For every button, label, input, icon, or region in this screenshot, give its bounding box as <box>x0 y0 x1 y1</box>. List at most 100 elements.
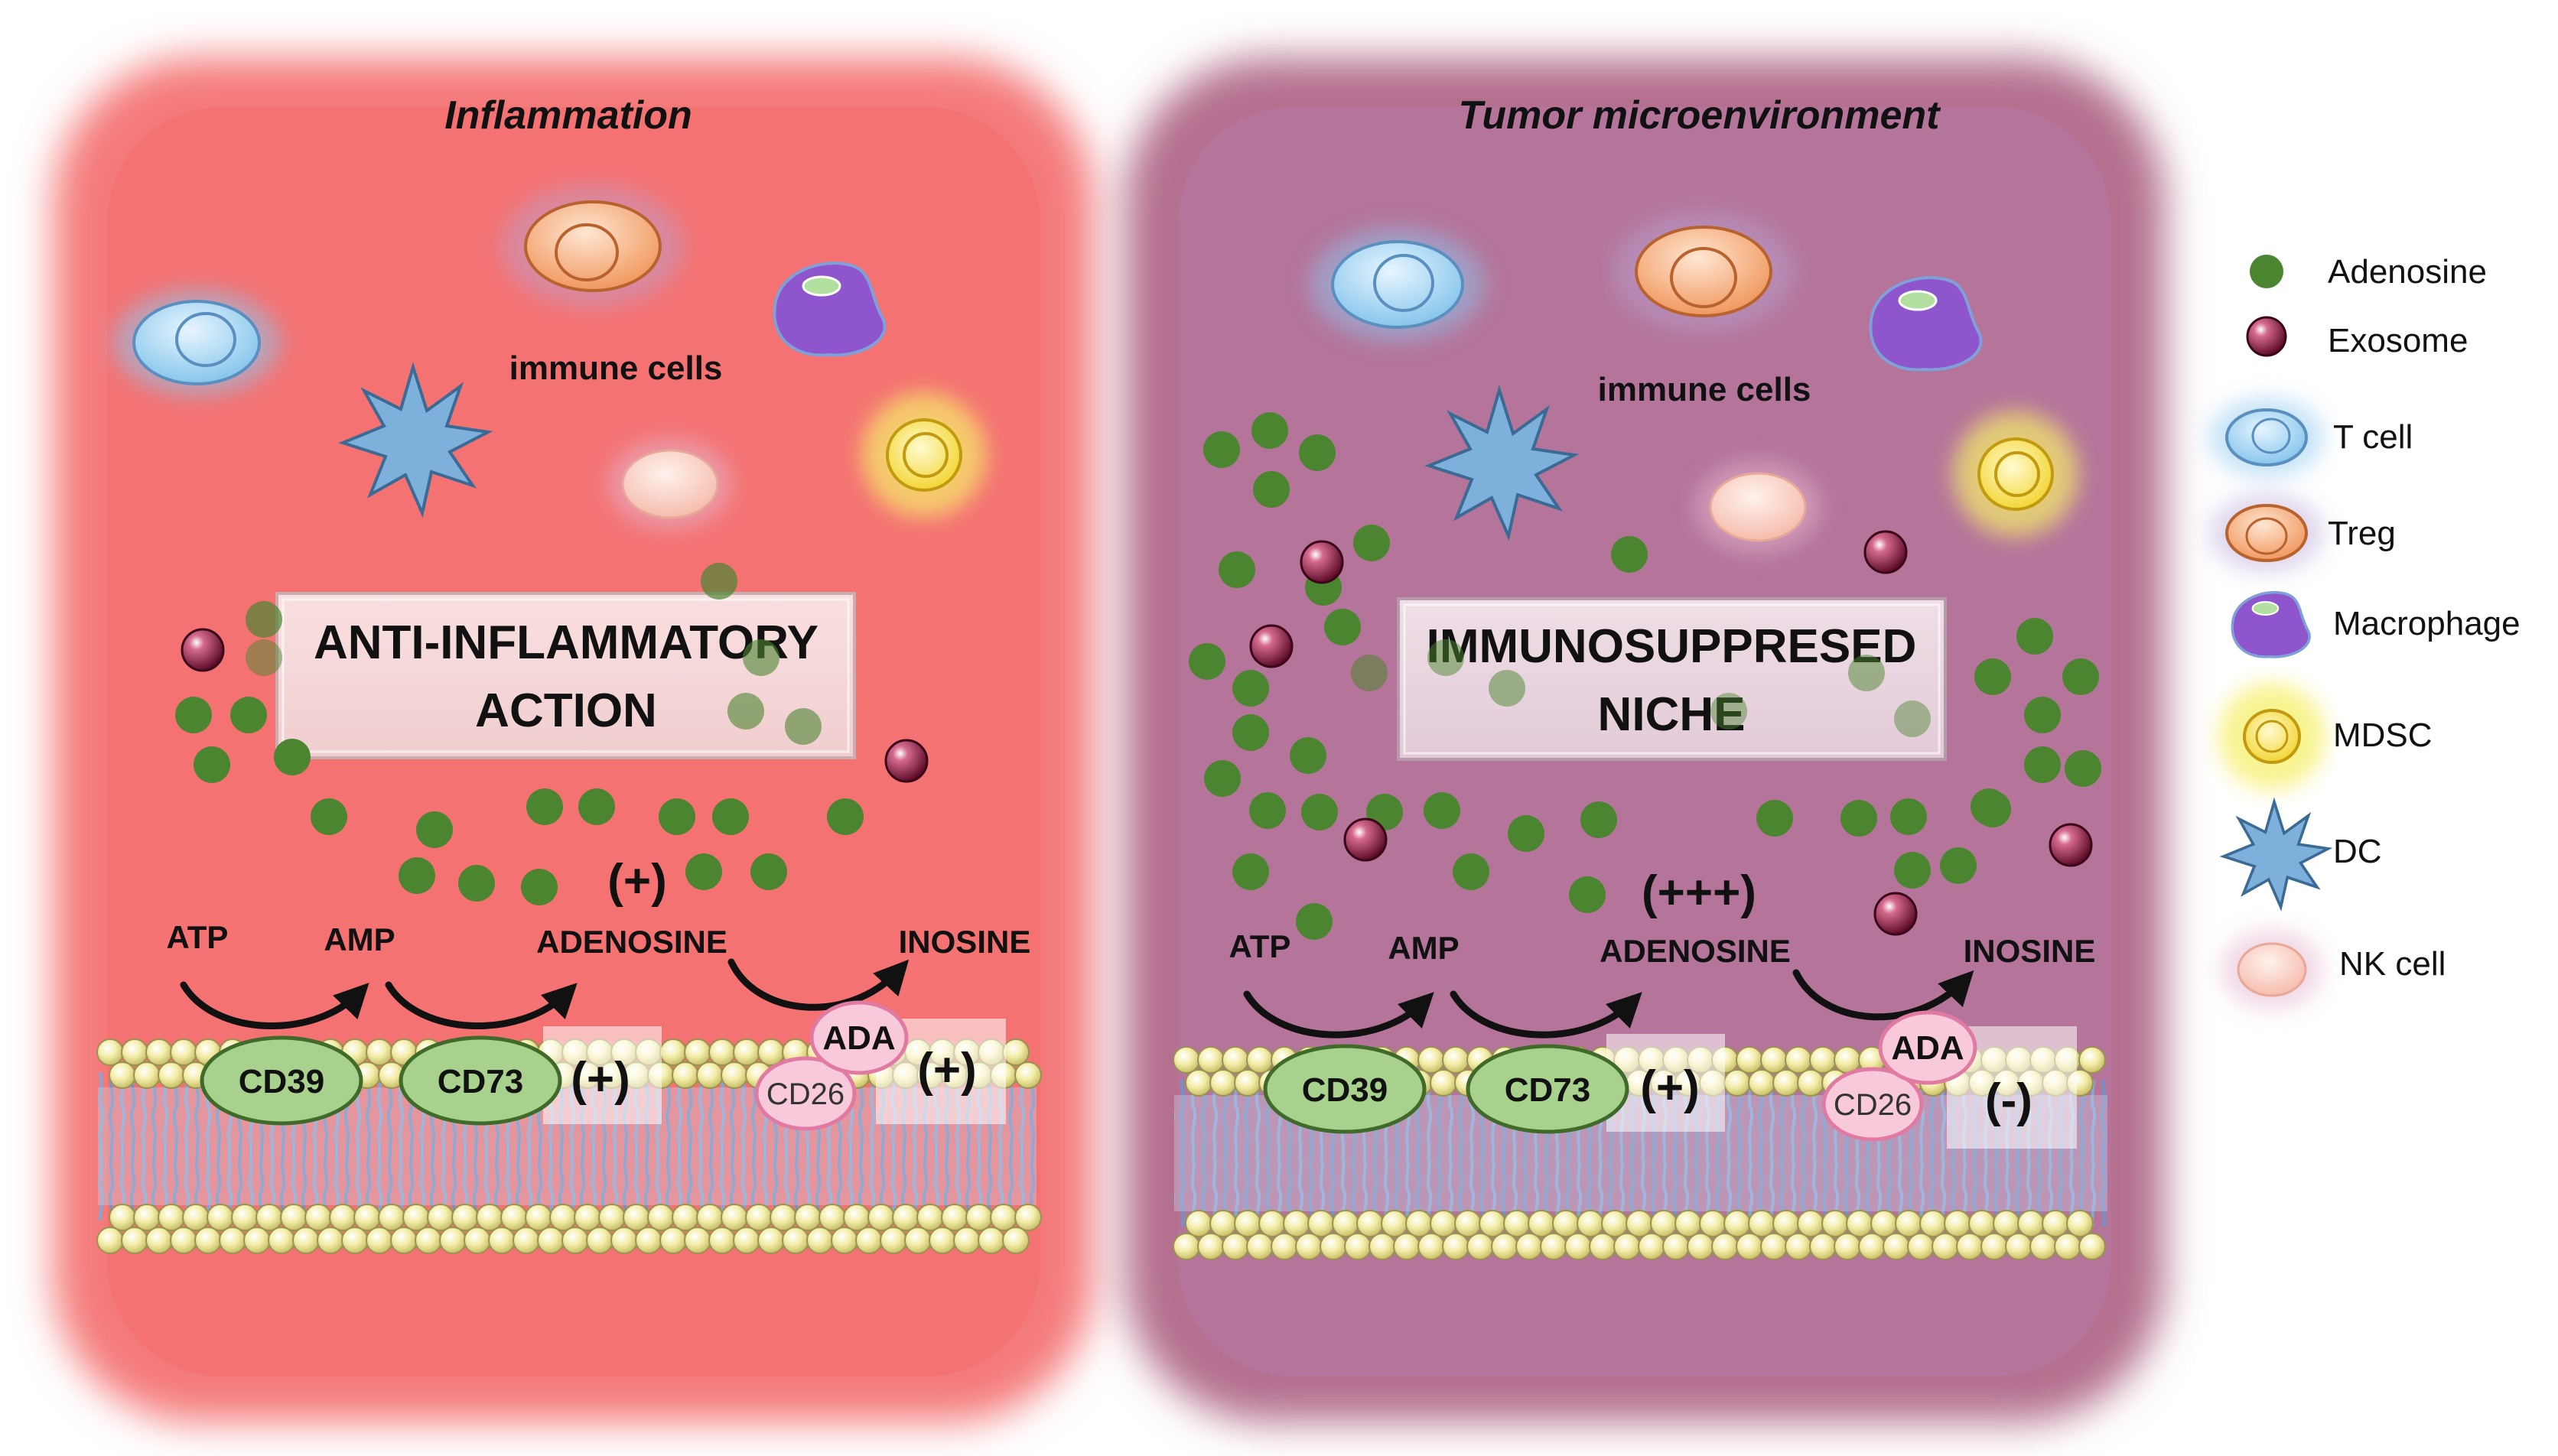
adenosine-dot <box>1253 471 1290 508</box>
tumor-ada-cd26-complex: CD26 ADA <box>1821 1010 1977 1142</box>
adenosine-dot <box>1351 655 1388 691</box>
adenosine-dot <box>659 798 695 835</box>
inflammation-ada-activity: (+) <box>917 1044 977 1097</box>
exosome <box>1343 817 1388 862</box>
adenosine-dot <box>521 869 558 905</box>
tumor-ada-activity: (-) <box>1985 1074 2032 1127</box>
inflammation-title: Inflammation <box>444 93 692 138</box>
adenosine-dot <box>1249 792 1286 829</box>
macrophage-icon <box>773 262 887 357</box>
exosome <box>1873 892 1918 936</box>
t-cell-icon <box>2209 398 2324 477</box>
inflammation-cd39-enzyme: CD39 <box>200 1035 363 1126</box>
exosome <box>884 739 929 783</box>
legend: Adenosine Exosome T cell Treg Macrophage <box>2209 253 2521 1009</box>
adenosine-dot <box>1189 643 1225 680</box>
inflammation-cells-label: immune cells <box>509 349 723 387</box>
adenosine-dot <box>526 788 563 825</box>
inflammation-exosomes <box>181 628 929 783</box>
nk-cell-icon <box>2221 930 2322 1009</box>
tumor-amp-label: AMP <box>1388 930 1459 966</box>
legend-label-nk-cell: NK cell <box>2339 945 2446 983</box>
adenosine-dot <box>743 639 779 676</box>
adenosine-dot <box>1489 670 1525 707</box>
exosome <box>1300 540 1344 584</box>
legend-label-treg: Treg <box>2328 515 2396 552</box>
t-cell-icon <box>1310 227 1486 342</box>
exosome-icon <box>2246 316 2287 357</box>
ada-label: ADA <box>1891 1029 1964 1067</box>
tumor-exosomes <box>1249 530 2093 936</box>
adenosine-dot <box>246 639 282 676</box>
adenosine-dot <box>1290 737 1326 774</box>
adenosine-dot <box>1580 801 1617 838</box>
adenosine-dot-icon <box>2250 255 2283 288</box>
tumor-adenosine-level: (+++) <box>1642 866 1756 919</box>
adenosine-dot <box>1894 700 1931 737</box>
adenosine-dot <box>399 857 435 894</box>
adenosine-dot <box>1974 658 2011 695</box>
inflammation-cd73-enzyme: CD73 <box>399 1035 562 1126</box>
exosome <box>181 628 225 672</box>
mdsc-icon <box>1953 411 2078 537</box>
adenosine-dot <box>1232 853 1269 890</box>
adenosine-dot <box>1203 431 1240 468</box>
treg-icon <box>501 185 685 307</box>
adenosine-dot <box>1324 609 1361 645</box>
adenosine-dot <box>712 798 749 835</box>
tumor-cd39-enzyme: CD39 <box>1263 1044 1427 1134</box>
adenosine-dot <box>416 811 453 848</box>
dc-icon <box>1424 385 1580 541</box>
adenosine-dot <box>2062 658 2099 695</box>
legend-label-exosome: Exosome <box>2328 322 2468 359</box>
exosome <box>2049 823 2093 867</box>
dc-icon <box>338 362 493 518</box>
legend-label-mdsc: MDSC <box>2333 717 2433 754</box>
adenosine-dot <box>1353 525 1390 561</box>
adenosine-dot <box>1508 815 1544 852</box>
immunosuppressed-line1: IMMUNOSUPPRESED <box>1427 620 1917 673</box>
adenosine-dot <box>1710 693 1747 730</box>
adenosine-dot <box>1569 876 1606 913</box>
immunosuppressed-line2: NICHE <box>1598 688 1746 741</box>
adenosine-dot <box>827 798 864 835</box>
adenosine-dot <box>1296 903 1333 940</box>
t-cell-icon <box>112 289 281 396</box>
cd73-label: CD73 <box>438 1063 524 1100</box>
adenosine-dot <box>2016 618 2053 655</box>
adenosine-dot <box>2024 746 2061 783</box>
anti-inflammatory-line2: ACTION <box>475 684 657 737</box>
tumor-cd73-activity: (+) <box>1640 1061 1700 1114</box>
inflammation-activity-panels <box>543 1019 1006 1124</box>
adenosine-dot <box>1232 714 1269 751</box>
tumor-title: Tumor microenvironment <box>1459 93 1942 138</box>
exosome <box>1249 624 1294 668</box>
adenosine-dot <box>2065 750 2101 787</box>
adenosine-dot <box>1756 800 1793 837</box>
adenosine-dot <box>194 746 230 783</box>
tumor-cd73-enzyme: CD73 <box>1466 1044 1629 1134</box>
inflammation-conversion-arrows <box>180 958 910 1029</box>
tumor-conversion-arrows <box>1243 969 1974 1038</box>
legend-label-macrophage: Macrophage <box>2333 605 2521 642</box>
inflammation-cd73-activity: (+) <box>571 1053 630 1106</box>
adenosine-dot <box>246 601 282 638</box>
adenosine-dot <box>1453 853 1489 890</box>
adenosine-dot <box>1940 847 1977 884</box>
legend-label-t-cell: T cell <box>2333 418 2413 456</box>
treg-icon <box>2209 493 2324 573</box>
adenosine-dot <box>230 697 267 733</box>
mdsc-icon <box>861 392 987 518</box>
cd39-label: CD39 <box>239 1063 325 1100</box>
inflammation-atp-label: ATP <box>167 919 229 955</box>
adenosine-dot <box>727 693 764 730</box>
nk-cell-icon <box>607 438 733 530</box>
mdsc-icon <box>2218 683 2325 790</box>
adenosine-dot <box>274 739 311 775</box>
adenosine-dot <box>1204 760 1241 797</box>
adenosine-dot <box>1424 792 1460 829</box>
adenosine-dot <box>1232 670 1269 707</box>
anti-inflammatory-line1: ANTI-INFLAMMATORY <box>314 616 818 669</box>
ada-label: ADA <box>822 1019 895 1057</box>
